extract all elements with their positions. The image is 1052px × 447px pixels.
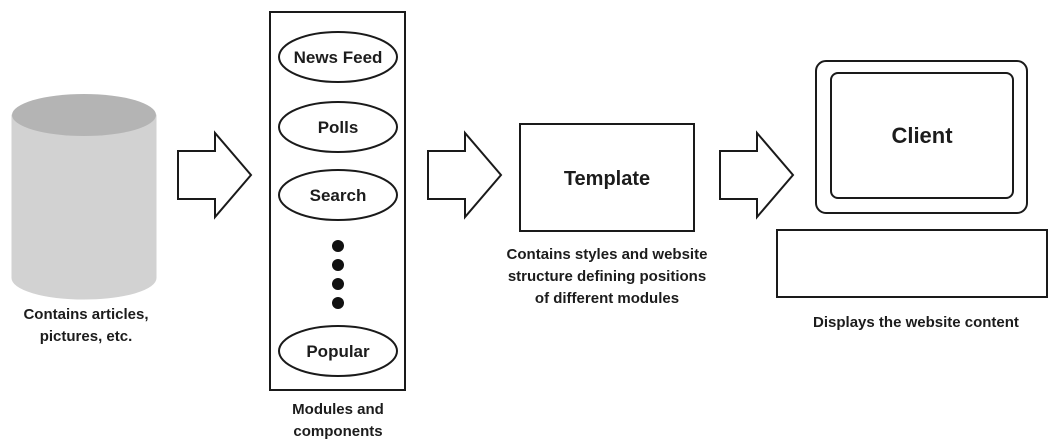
modules-caption-line: components [293,423,383,440]
database-cylinder [11,94,157,300]
dot [332,240,344,252]
more-modules-dots [332,240,344,309]
client-label: Client [891,123,953,148]
database-caption: Contains articles, pictures, etc. [2,304,170,348]
module-label-news-feed: News Feed [294,48,383,67]
template-caption: Contains styles and website structure de… [473,244,741,310]
dot [332,297,344,309]
client-caption-line: Displays the website content [813,314,1019,331]
modules-caption: Modules and components [262,399,414,443]
monitor-screen [830,72,1014,199]
dot [332,259,344,271]
module-label-popular: Popular [306,342,370,361]
cylinder-body [11,114,157,300]
module-polls: Polls [278,101,398,153]
module-label-polls: Polls [318,118,359,137]
module-popular: Popular [278,325,398,377]
module-news-feed: News Feed [278,31,398,83]
client-monitor: Client [815,60,1028,214]
template-box: Template [519,123,695,232]
monitor-base [776,229,1048,298]
template-caption-line: of different modules [534,290,680,307]
template-caption-line: Contains styles and website [506,246,708,263]
client-caption: Displays the website content [782,312,1050,334]
modules-caption-line: Modules and [292,401,384,418]
module-search: Search [278,169,398,221]
template-caption-line: structure defining positions [507,268,707,285]
template-label: Template [564,168,650,190]
database-caption-line: pictures, etc. [39,328,133,345]
arrow-template-to-client [719,130,795,220]
database-caption-line: Contains articles, [23,306,149,323]
dot [332,278,344,290]
arrow-db-to-modules [177,130,253,220]
cylinder-top [12,94,156,136]
arrow-modules-to-template [427,130,503,220]
module-label-search: Search [310,186,367,205]
